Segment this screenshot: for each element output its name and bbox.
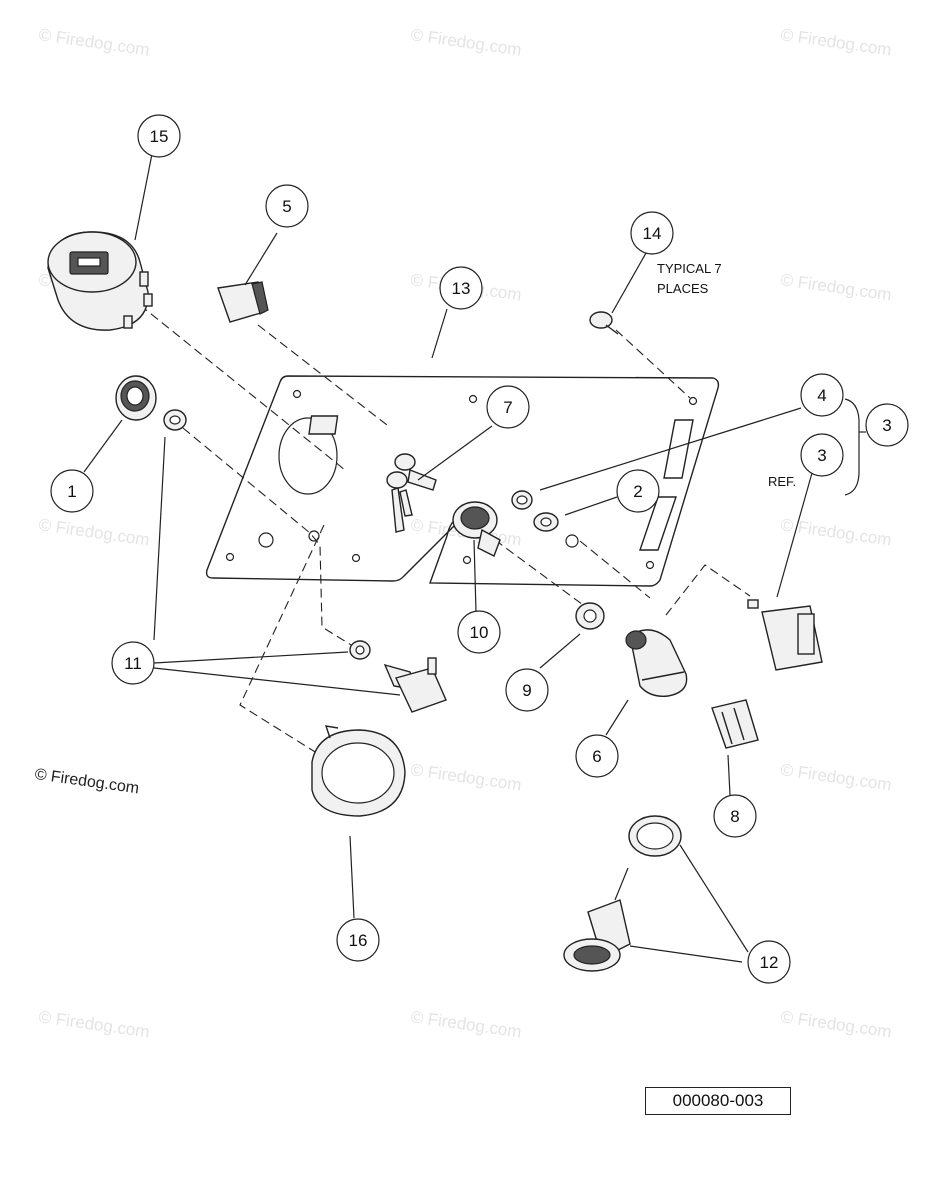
hour-meter-part-15 — [47, 231, 153, 331]
callout-2: 2 — [616, 469, 660, 513]
nut-part-9 — [575, 602, 605, 630]
switch-part-3 — [747, 599, 823, 671]
watermark: © Firedog.com — [779, 25, 892, 59]
callout-6: 6 — [575, 734, 619, 778]
dash-panel — [205, 375, 720, 587]
watermark: © Firedog.com — [779, 270, 892, 304]
callout-3-ref: 3 — [800, 433, 844, 477]
screw-part-14 — [589, 311, 619, 335]
svg-text:3: 3 — [817, 446, 826, 465]
svg-text:2: 2 — [633, 482, 642, 501]
connector-part-8 — [711, 699, 759, 749]
callout-9: 9 — [505, 668, 549, 712]
rocker-switch-part-5 — [217, 281, 269, 323]
callout-1: 1 — [50, 469, 94, 513]
keys-part-7 — [386, 453, 437, 533]
watermark: © Firedog.com — [779, 1007, 892, 1041]
lighter-part-12 — [563, 815, 682, 972]
toggle-switch-part-11 — [383, 657, 447, 713]
watermark: © Firedog.com — [409, 25, 522, 59]
watermark: © Firedog.com — [409, 760, 522, 794]
callout-8: 8 — [713, 794, 757, 838]
svg-text:3: 3 — [882, 416, 891, 435]
nut-part-11 — [163, 409, 371, 660]
svg-text:14: 14 — [643, 224, 662, 243]
watermark: © Firedog.com — [37, 515, 150, 549]
svg-text:11: 11 — [124, 654, 142, 673]
svg-text:1: 1 — [67, 482, 76, 501]
watermark: © Firedog.com — [779, 760, 892, 794]
svg-text:4: 4 — [817, 386, 826, 405]
callout-12: 12 — [747, 940, 791, 984]
svg-text:5: 5 — [282, 197, 291, 216]
watermark: © Firedog.com — [37, 25, 150, 59]
callout-5: 5 — [265, 184, 309, 228]
watermark: © Firedog.com — [409, 1007, 522, 1041]
svg-text:7: 7 — [503, 398, 512, 417]
svg-text:8: 8 — [730, 807, 739, 826]
callout-4: 4 — [800, 373, 844, 417]
callout-11: 11 — [111, 641, 155, 685]
leader-lines — [83, 153, 866, 963]
note-typical-line2: PLACES — [657, 281, 709, 296]
button-part-1 — [115, 375, 157, 421]
assembly-lines — [139, 304, 751, 771]
svg-text:13: 13 — [452, 279, 471, 298]
watermark: © Firedog.com — [779, 515, 892, 549]
svg-text:6: 6 — [592, 747, 601, 766]
svg-text:10: 10 — [470, 623, 489, 642]
callout-16: 16 — [336, 918, 380, 962]
svg-text:16: 16 — [349, 931, 368, 950]
callout-3: 3 — [865, 403, 909, 447]
drawing-number: 000080-003 — [645, 1087, 791, 1115]
callout-14: 14 — [630, 211, 674, 255]
boot-part-16 — [311, 725, 406, 817]
watermark: © Firedog.com — [37, 1007, 150, 1041]
washers-part-4-2 — [511, 490, 559, 532]
ignition-switch-part-6 — [625, 629, 688, 697]
note-typical-line1: TYPICAL 7 — [657, 261, 722, 276]
svg-text:9: 9 — [522, 681, 531, 700]
bezel-part-10 — [452, 501, 501, 557]
callout-7: 7 — [486, 385, 530, 429]
callouts: 15 5 13 14 4 3 3 7 2 1 10 11 9 6 8 16 12 — [50, 114, 909, 984]
callout-10: 10 — [457, 610, 501, 654]
svg-text:12: 12 — [760, 953, 779, 972]
note-ref: REF. — [768, 474, 796, 489]
callout-13: 13 — [439, 266, 483, 310]
callout-15: 15 — [137, 114, 181, 158]
svg-text:15: 15 — [150, 127, 169, 146]
